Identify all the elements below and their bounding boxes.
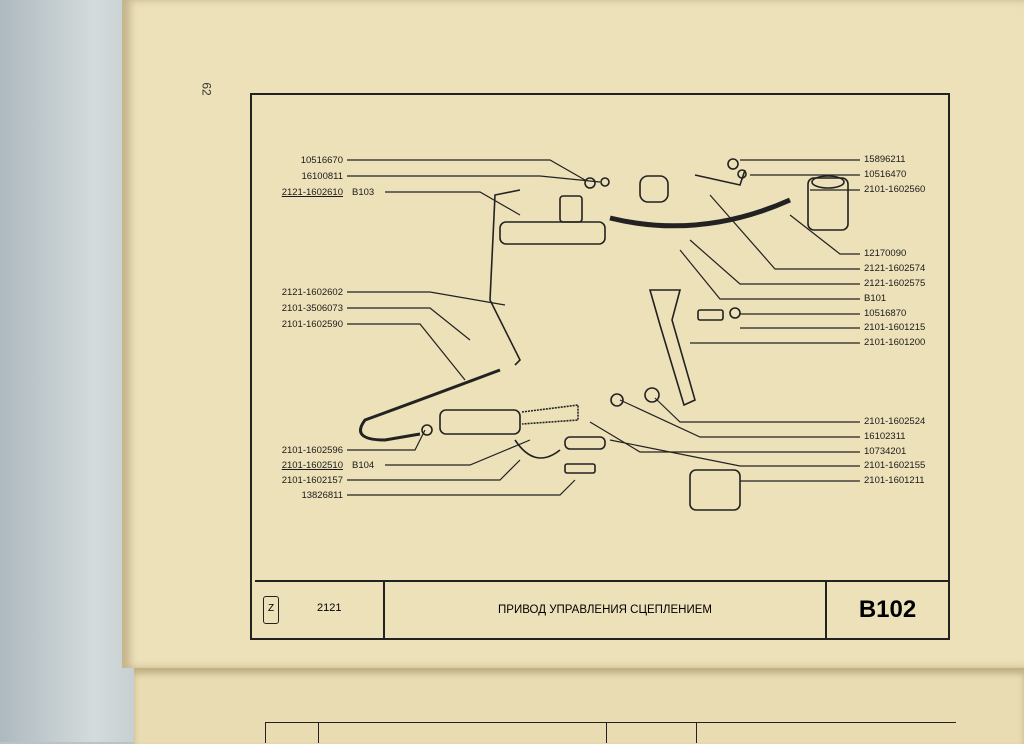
clutch-fork	[648, 289, 696, 407]
boot	[689, 469, 741, 511]
callout-left-3: 2121-1602610	[281, 187, 343, 198]
callout-right-3: 2101-1602560	[864, 184, 926, 195]
callout-right-11: 2101-1602524	[864, 416, 926, 427]
callout-ref-b103: B103	[352, 187, 375, 198]
callout-right-6: 2121-1602575	[864, 278, 926, 289]
vaz-logo-icon: Z	[263, 596, 279, 624]
section-title: ПРИВОД УПРАВЛЕНИЯ СЦЕПЛЕНИЕМ	[385, 582, 827, 638]
callout-right-8: 10516870	[864, 308, 907, 319]
next-page-table	[265, 722, 956, 743]
slave-cylinder	[439, 409, 521, 435]
leader-lines	[347, 159, 860, 496]
callout-right-1: 15896211	[864, 154, 906, 165]
callout-left-7: 2101-1602596	[281, 445, 343, 456]
master-cylinder	[499, 221, 606, 245]
model-number: 2121	[317, 602, 342, 614]
section-code: B102	[858, 596, 917, 623]
diagram-frame	[250, 93, 950, 640]
callout-left-9: 2101-1602157	[281, 475, 343, 486]
callout-right-4: 12170090	[864, 248, 907, 259]
callout-right-10: 2101-1601200	[864, 337, 926, 348]
callout-left-5: 2101-3506073	[281, 303, 343, 314]
callout-right-7: B101	[864, 293, 887, 304]
callout-right-9: 2101-1601215	[864, 322, 926, 333]
callout-ref-b104: B104	[352, 460, 375, 471]
callout-right-15: 2101-1601211	[864, 475, 925, 486]
callout-left-4: 2121-1602602	[281, 287, 343, 298]
spring	[564, 436, 606, 450]
model-cell: Z 2121	[255, 582, 385, 638]
callout-left-1: 10516670	[300, 155, 343, 166]
callout-left-8: 2101-1602510	[281, 460, 343, 471]
next-page-edge	[134, 668, 1024, 744]
callout-right-12: 16102311	[864, 431, 906, 442]
parts-sketch	[359, 158, 849, 511]
callout-right-14: 2101-1602155	[864, 460, 926, 471]
callout-right-5: 2121-1602574	[864, 263, 926, 274]
catalog-page	[122, 0, 1024, 668]
background	[0, 0, 135, 742]
callout-right-13: 10734201	[864, 446, 907, 457]
callout-left-6: 2101-1602590	[281, 319, 343, 330]
callout-right-2: 10516470	[864, 169, 907, 180]
reservoir	[807, 177, 849, 231]
callout-left-2: 16100811	[301, 171, 343, 182]
title-block: Z 2121 ПРИВОД УПРАВЛЕНИЯ СЦЕПЛЕНИЕМ B102	[255, 580, 948, 638]
callout-left-10: 13826811	[301, 490, 343, 501]
